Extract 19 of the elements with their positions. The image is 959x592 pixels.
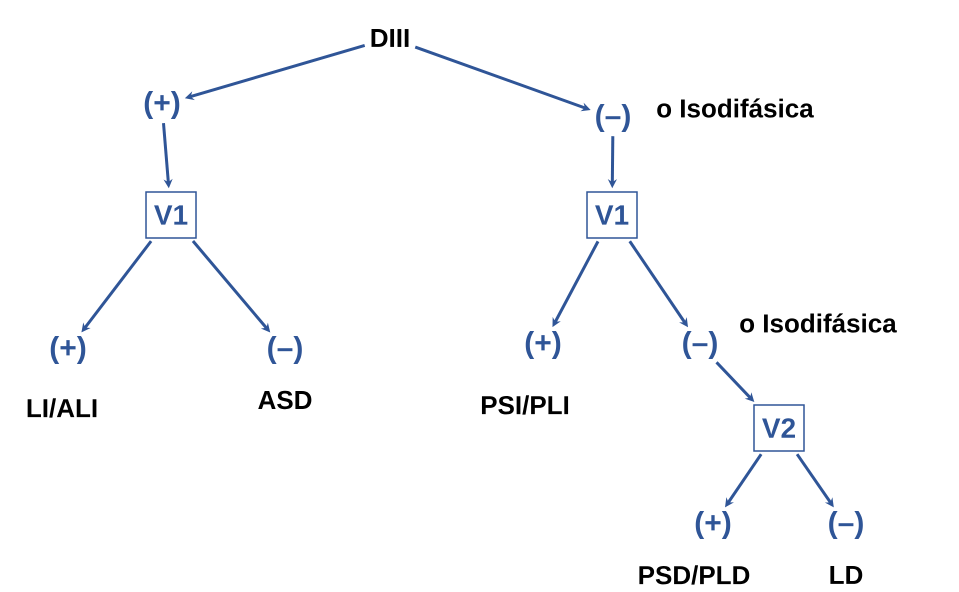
lead-box: V1 (586, 191, 638, 239)
sign-label: (+) (526, 331, 560, 359)
sign-label: (–) (268, 336, 302, 364)
node-caption: o Isodifásica (740, 313, 897, 333)
node-caption: LD (830, 566, 862, 584)
node-caption: ASD (258, 390, 312, 410)
node-caption: PSI/PLI (482, 395, 568, 415)
sign-label: (+) (50, 336, 86, 364)
lead-box: V1 (145, 191, 197, 239)
sign-label: (+) (144, 91, 180, 119)
node-caption: PSD/PLD (639, 565, 750, 585)
sign-label: (+) (696, 511, 730, 539)
root-label: DIII (372, 29, 408, 47)
sign-label: (–) (596, 104, 630, 132)
sign-label: (–) (829, 511, 863, 539)
node-caption: o Isodifásica (657, 98, 814, 118)
node-caption: LI/ALI (28, 398, 96, 418)
sign-label: (–) (683, 331, 717, 359)
lead-box: V2 (753, 404, 805, 452)
